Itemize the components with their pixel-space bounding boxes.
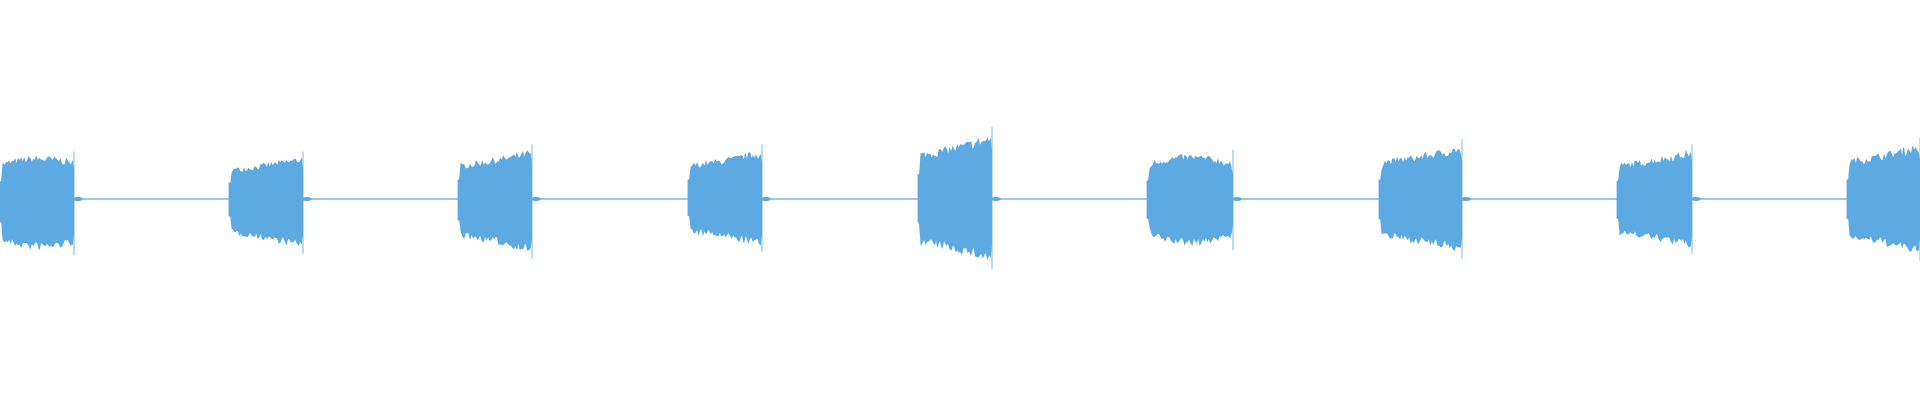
waveform-burst-tail-3 (531, 197, 541, 201)
waveform-burst-5 (917, 126, 993, 270)
waveform-burst-tail-2 (302, 197, 312, 201)
waveform-burst-2 (228, 151, 304, 254)
waveform-burst-1 (0, 151, 75, 256)
waveform-burst-tail-8 (1691, 197, 1701, 201)
waveform-burst-tail-1 (73, 197, 83, 201)
waveform-burst-8 (1616, 144, 1693, 254)
waveform-burst-3 (457, 144, 533, 259)
waveform-burst-7 (1378, 139, 1463, 259)
waveform-burst-tail-6 (1232, 197, 1242, 201)
waveform-bursts (0, 126, 1920, 270)
waveform-burst-4 (687, 144, 763, 252)
waveform-burst-tail-5 (991, 197, 1001, 201)
waveform-burst-tail-7 (1461, 197, 1471, 201)
waveform-burst-6 (1146, 149, 1234, 250)
waveform-burst-tail-4 (761, 197, 771, 201)
waveform-burst-9 (1846, 137, 1920, 261)
